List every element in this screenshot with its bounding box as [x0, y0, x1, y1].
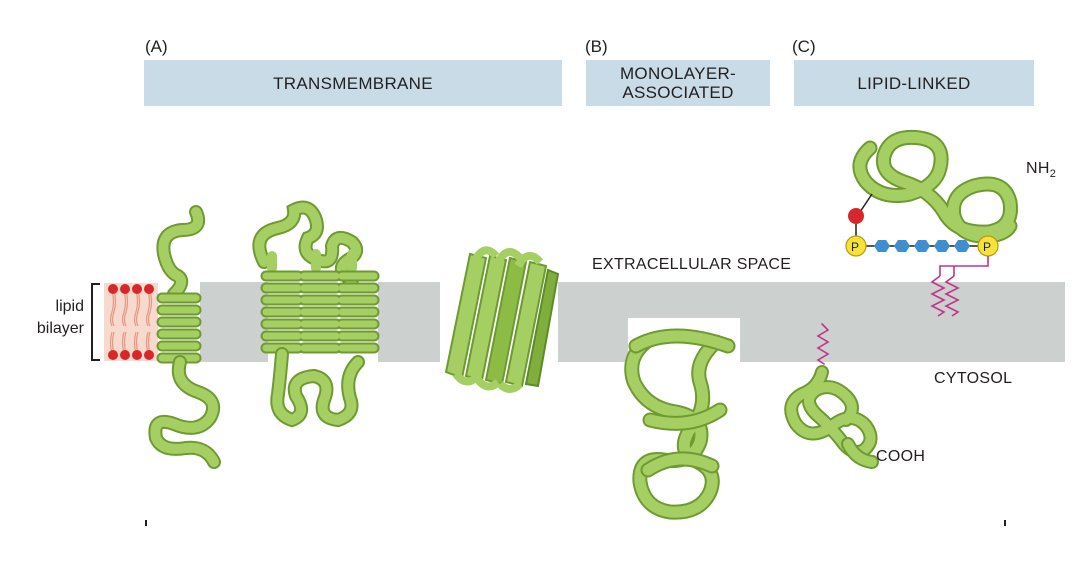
extracellular-space-label: EXTRACELLULAR SPACE [592, 256, 792, 273]
transmembrane-header: TRANSMEMBRANE [144, 60, 562, 106]
lipid-tail-1 [930, 275, 946, 317]
transmembrane-header-text: TRANSMEMBRANE [273, 73, 433, 93]
multipass-protein [252, 200, 380, 428]
cooh-label: COOH [876, 448, 926, 465]
panel-b-letter: (B) [585, 37, 608, 56]
lipid-bilayer-label: lipid bilayer [36, 298, 84, 337]
ethanolamine-circle [848, 208, 864, 224]
lipid-tail-2 [944, 275, 960, 317]
gpi-anchored-protein: P P [845, 129, 1019, 317]
phosphate-right-label: P [983, 240, 991, 254]
sugar-chain [874, 240, 970, 252]
phosphate-left-label: P [851, 240, 859, 254]
monolayer-associated-header-text: MONOLAYER- ASSOCIATED [619, 64, 737, 102]
lipid-heads [108, 284, 154, 360]
beta-barrel-protein [444, 246, 560, 393]
nh2-label-subscript: 2 [1049, 168, 1057, 181]
phosphate-left [845, 235, 867, 257]
nh2-label: NH2 [1026, 160, 1056, 180]
panel-c-letter: (C) [792, 37, 816, 56]
single-pass-protein [148, 205, 221, 469]
monolayer-associated-protein [624, 328, 736, 520]
monolayer-associated-header: MONOLAYER- ASSOCIATED [586, 60, 770, 106]
panel-a-letter: (A) [145, 37, 168, 56]
nh2-label-main: NH [1026, 160, 1050, 177]
lipid-linked-header-text: LIPID-LINKED [857, 73, 971, 93]
cytosol-label: CYTOSOL [934, 370, 1013, 387]
lipid-linked-header: LIPID-LINKED [794, 60, 1034, 106]
cytosolic-lipid-anchored-protein [784, 323, 879, 469]
bilayer-bracket [91, 283, 100, 361]
